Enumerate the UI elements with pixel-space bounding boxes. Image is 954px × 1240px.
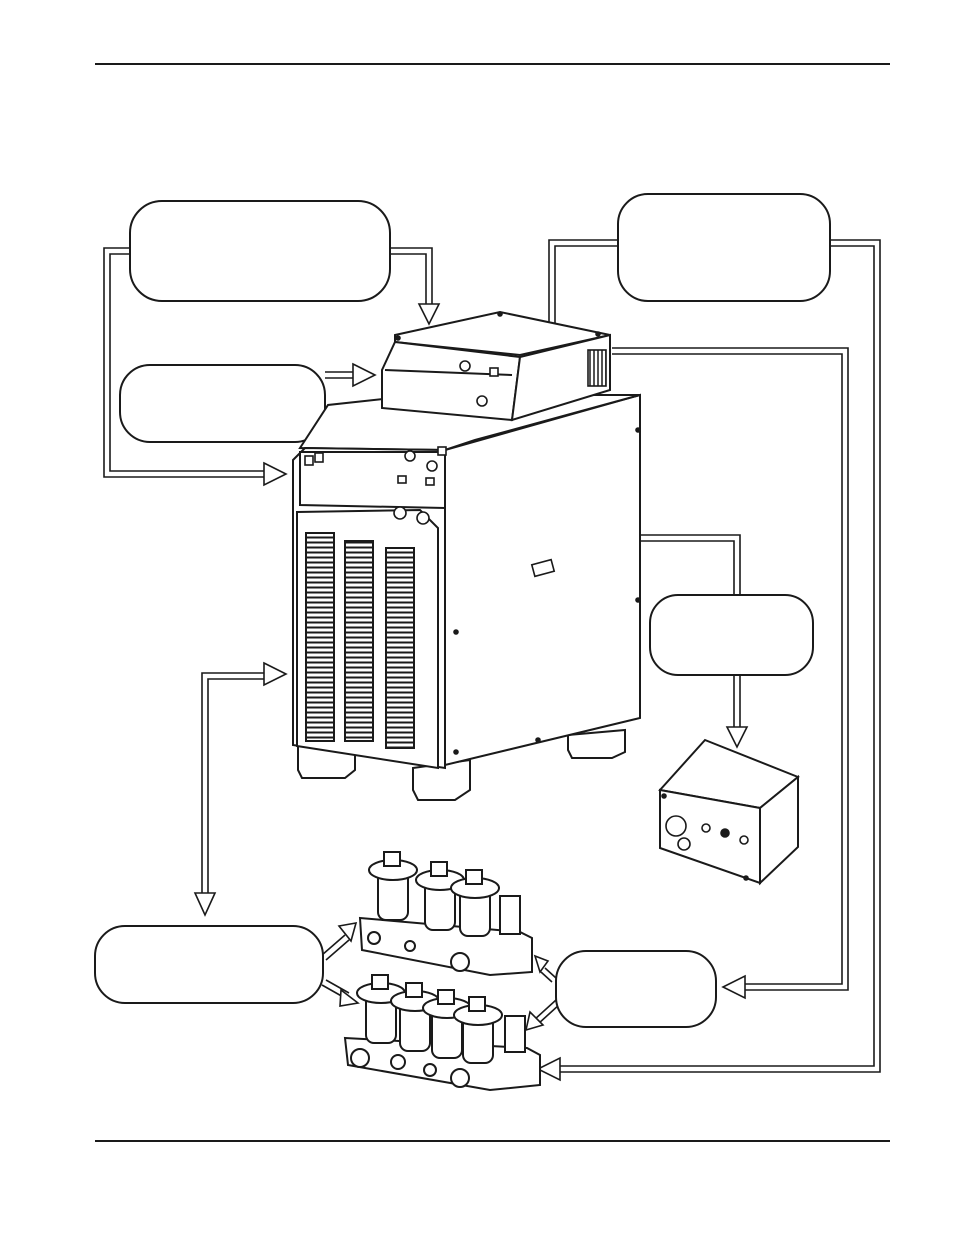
knob-icon (426, 460, 438, 472)
arrow-icon (725, 726, 749, 749)
callout-bottom-right (555, 950, 717, 1028)
knob-icon (459, 360, 471, 372)
connector-icon (416, 511, 430, 525)
vent-icon (587, 349, 607, 387)
arrow-icon (193, 892, 217, 917)
vent-icon (385, 547, 415, 749)
link-top-unit-to-bottomright (612, 347, 849, 991)
console-side (510, 333, 611, 422)
console-front (381, 340, 522, 422)
link-cabinet-to-midright (640, 534, 741, 595)
indicator-icon (701, 823, 711, 833)
cabinet-control-panel (299, 451, 446, 510)
fitting-icon (390, 1054, 406, 1070)
arrow-icon (352, 362, 377, 388)
connector-icon (476, 395, 488, 407)
arrow-icon (533, 954, 550, 974)
control-box-side (759, 774, 799, 886)
solenoid-coil (368, 851, 418, 921)
arrow-icon (536, 1056, 561, 1082)
arrow-icon (417, 303, 441, 326)
cabinet-side-panel (444, 393, 641, 767)
ignition-console (658, 738, 800, 886)
fitting-icon (450, 1068, 470, 1088)
cabinet-foot (567, 728, 626, 759)
indicator-icon (425, 477, 435, 486)
indicator-icon (437, 446, 447, 456)
connection-lines (103, 239, 881, 1073)
vent-icon (344, 540, 374, 742)
vent-icon (305, 532, 335, 742)
fitting-icon (423, 1063, 437, 1077)
callout-top-right (617, 193, 831, 302)
connector-icon (393, 506, 407, 520)
arrow-icon (339, 988, 360, 1007)
handle-icon (530, 558, 556, 578)
valve-manifold-upper (358, 851, 533, 977)
switch-icon (304, 455, 314, 466)
switch-icon (314, 452, 324, 463)
manifold-plate (504, 1015, 526, 1053)
arrow-icon (721, 974, 746, 1000)
solenoid-coil (415, 861, 465, 931)
link-topright-to-lower-valves (560, 239, 881, 1073)
connector-icon (665, 815, 687, 837)
callout-top-left (129, 200, 391, 302)
indicator-icon (397, 475, 407, 484)
indicator-icon (739, 835, 749, 845)
link-topleft-to-cabinet (103, 247, 265, 478)
manifold-plate (499, 895, 521, 935)
arrow-icon (263, 661, 288, 687)
valve-manifold-lower (343, 974, 541, 1092)
callout-mid-left (119, 364, 326, 443)
connector-icon (677, 837, 691, 851)
arrowheads (193, 303, 749, 1082)
knob-icon (404, 450, 416, 462)
fitting-icon (404, 940, 416, 952)
arrow-icon (337, 921, 358, 943)
link-cabinet-to-bottomleft (201, 672, 265, 895)
fitting-icon (367, 931, 381, 945)
solenoid-coil (450, 869, 500, 937)
callout-bottom-left (94, 925, 324, 1004)
indicator-icon (720, 828, 730, 838)
fitting-icon (450, 952, 470, 972)
link-midleft-to-top-unit (325, 371, 355, 379)
callout-boxes (94, 193, 831, 1028)
fitting-icon (350, 1048, 370, 1068)
solenoid-coil (390, 982, 440, 1052)
link-topright-to-top-unit (548, 239, 618, 325)
solenoid-coil (453, 996, 503, 1064)
indicator-icon (489, 367, 499, 377)
link-topleft-to-top-unit (390, 247, 433, 305)
arrow-icon (524, 1010, 545, 1032)
callout-mid-right (649, 594, 814, 676)
arrow-icon (263, 461, 288, 487)
link-midright-to-control (733, 675, 741, 728)
